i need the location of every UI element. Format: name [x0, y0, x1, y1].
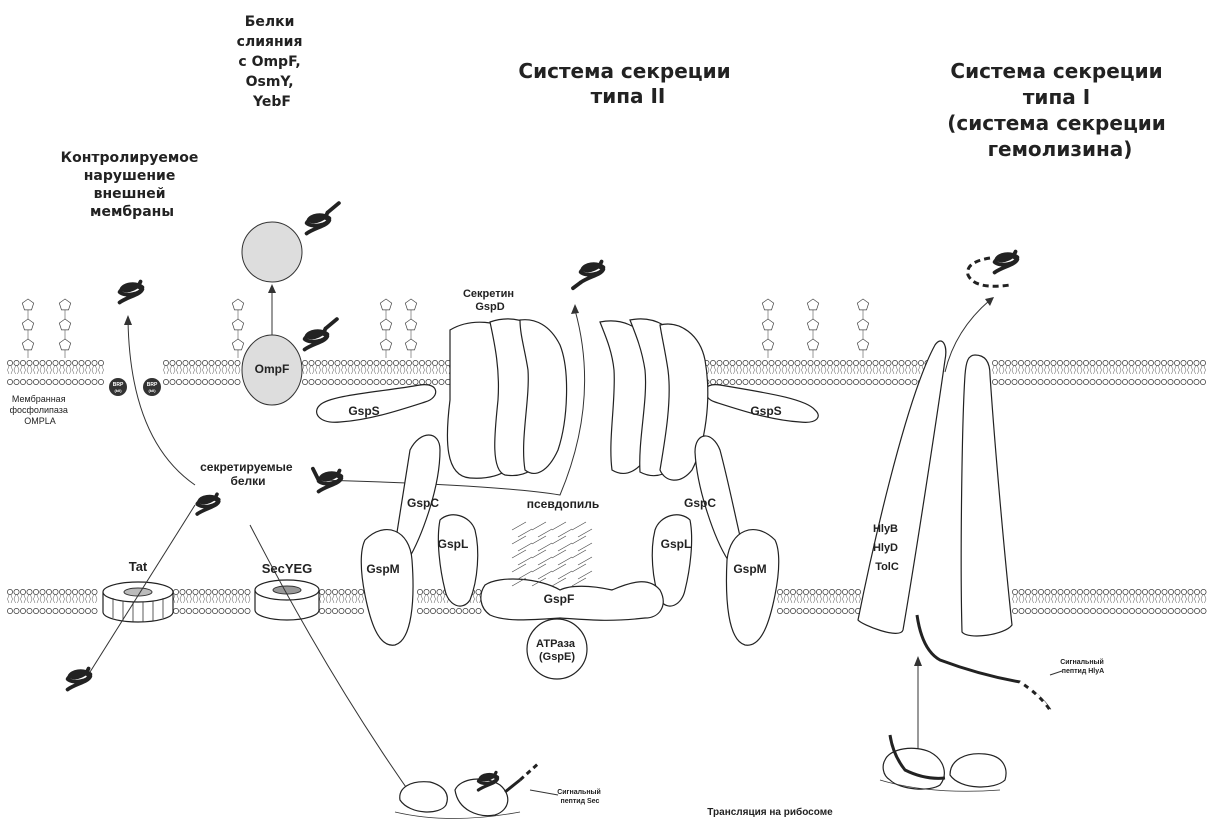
ribosome-right [880, 748, 1006, 791]
type1-heading: Система секреции типа I (система секреци… [947, 59, 1173, 161]
secyeg-label: SecYEG [262, 561, 313, 576]
protein-coil-icon [307, 203, 339, 233]
released-vesicle [242, 222, 302, 282]
gsps-left-label: GspS [348, 404, 379, 418]
signal-sec-label: Сигнальный пептид Sec [557, 788, 603, 805]
secretin-label: Секретин GspD [463, 288, 517, 313]
ribosome-bottom [395, 779, 520, 819]
signal-sec-leader [530, 790, 558, 795]
secreted-proteins-label: секретируемые белки [200, 460, 296, 488]
signal-sec-chain [505, 780, 520, 792]
svg-text:(kil): (kil) [114, 388, 122, 393]
outer-membrane [7, 360, 1205, 384]
svg-text:(kil): (kil) [148, 388, 156, 393]
protein-coil-icon [68, 669, 91, 690]
gspf-label: GspF [544, 592, 575, 606]
gspc-left-label: GspC [407, 496, 439, 510]
pseudopilus-filament [512, 522, 592, 586]
gspc-right-label: GspC [684, 496, 716, 510]
arrowhead-icon [124, 315, 132, 325]
gspm-left-label: GspM [366, 562, 399, 576]
om-release-arrow [128, 320, 195, 485]
atpase-label: АТРаза (GspE) [536, 638, 578, 663]
type1-secretion-channel [858, 341, 1012, 636]
protein-coil-icon [573, 262, 603, 289]
ompf-label: OmpF [255, 362, 290, 376]
protein-coil-icon [120, 282, 143, 303]
protein-coil-icon [313, 469, 342, 492]
secyeg-translocon [255, 580, 319, 620]
fusion-proteins-heading: Белки слияния с OmpF, OsmY, YebF [237, 14, 308, 110]
tat-translocon [103, 582, 173, 622]
phospholipase-label: Мембранная фосфолипаза OMPLA [10, 394, 71, 426]
signal-hlya-label: Сигнальный пептид HlyA [1060, 658, 1106, 675]
protein-coil-icon [197, 494, 219, 514]
translation-label: Трансляция на рибосоме [707, 806, 833, 818]
type2-heading: Система секреции типа II [518, 59, 737, 108]
hly-labels: HlyB HlyD TolC [873, 523, 901, 573]
lipopolysaccharide-chains [22, 299, 868, 358]
pseudopilus-label: псевдопиль [527, 497, 600, 511]
brp-right: BRP (kil) [143, 378, 161, 396]
tat-label: Tat [129, 559, 148, 574]
arrowhead-icon [268, 284, 276, 293]
signal-sec-dash [520, 762, 540, 780]
gspm-right-label: GspM [733, 562, 766, 576]
protein-coil-icon [305, 319, 337, 349]
gspl-left-label: GspL [438, 537, 469, 551]
arrowhead-icon [571, 304, 579, 314]
brp-left: BRP (kil) [109, 378, 127, 396]
arrowhead-icon [985, 297, 994, 306]
gspl-right-label: GspL [661, 537, 692, 551]
signal-hlya-leader [1050, 671, 1062, 675]
protein-coil-icon [995, 252, 1018, 273]
gsps-right-label: GspS [750, 404, 781, 418]
arrowhead-icon [914, 656, 922, 666]
controlled-om-heading: Контролируемое нарушение внешней мембран… [61, 150, 204, 220]
